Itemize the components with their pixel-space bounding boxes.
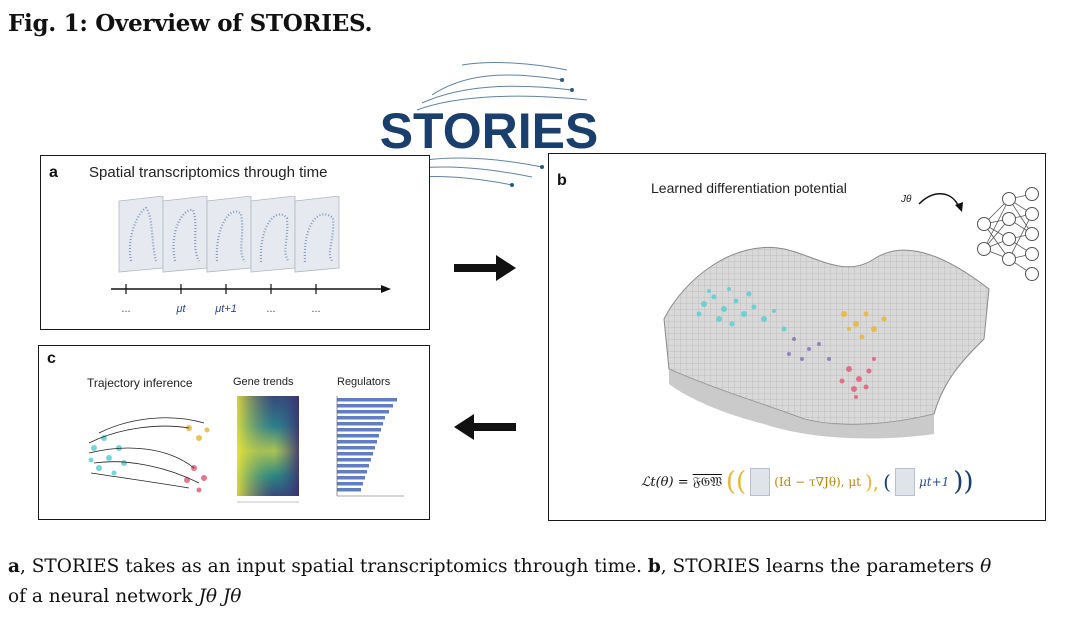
arrow-left-icon	[454, 414, 516, 440]
arrow-right-icon	[454, 255, 516, 281]
caption-a-text: , STORIES takes as an input spatial tran…	[20, 556, 648, 577]
open-paren-blue: (	[883, 470, 891, 494]
trajectory-plot	[88, 417, 210, 493]
panel-c-letter: c	[47, 350, 56, 367]
figure-caption: a, STORIES takes as an input spatial tra…	[8, 552, 1074, 612]
loss-arg2: μt+1	[918, 475, 950, 489]
timeline-arrowhead	[381, 285, 391, 293]
timeline-label-5: ...	[311, 303, 320, 315]
open-paren-yellow: ((	[725, 467, 747, 497]
gene-trends-heatmap	[237, 396, 299, 503]
neural-network-diagram	[918, 187, 1039, 281]
panel-a-letter: a	[49, 164, 58, 181]
caption-j2: Jθ	[222, 586, 242, 607]
panel-c: c Trajectory inference Gene trends Regul…	[38, 345, 430, 520]
yellow-cells	[841, 311, 887, 340]
potential-landscape	[663, 247, 990, 439]
caption-b-label: b	[647, 556, 661, 577]
panel-a-heading: Spatial transcriptomics through time	[89, 164, 328, 181]
slice-thumb-1	[750, 468, 771, 496]
panel-a: a Spatial transcriptomics through time	[40, 155, 430, 330]
panel-b-heading: Learned differentiation potential	[651, 180, 847, 196]
slice-3	[206, 196, 252, 273]
loss-lhs: ℒt(θ) =	[641, 474, 689, 490]
caption-b-text: , STORIES learns the parameters	[660, 556, 981, 577]
logo-flow-arrows	[510, 78, 574, 187]
timeline-label-1: ...	[121, 303, 130, 315]
curved-arrow-icon	[918, 193, 960, 208]
landscape-shadow	[669, 369, 934, 439]
timeline-label-2: μt	[175, 303, 186, 315]
timeline-label-4: ...	[266, 303, 275, 315]
title-trajectory: Trajectory inference	[87, 376, 193, 390]
slice-thumb-2	[894, 468, 915, 496]
title-gene-trends: Gene trends	[233, 376, 294, 388]
loss-formula: ℒt(θ) = 𝔉𝔊𝔚 (( (Id − τ∇Jθ), μt ), ( μt+1…	[641, 462, 1041, 502]
cyan-cells	[696, 287, 787, 332]
slice-5	[294, 196, 340, 273]
tissue-slices	[118, 196, 340, 273]
caption-line2: of a neural network	[8, 586, 199, 607]
pink-cells	[839, 357, 876, 399]
regulators-barchart	[336, 396, 404, 497]
close-paren-blue: ))	[953, 467, 974, 497]
caption-a-label: a	[8, 556, 20, 577]
slice-cells	[128, 206, 335, 263]
title-regulators: Regulators	[337, 376, 391, 388]
caption-j1: Jθ	[198, 586, 217, 607]
logo-text: STORIES	[380, 103, 599, 159]
loss-arg1: (Id − τ∇Jθ), μt	[774, 475, 861, 489]
timeline-label-3: μt+1	[214, 303, 237, 315]
panel-b: b Learned differentiation potential Jθ	[548, 153, 1046, 521]
network-label: Jθ	[901, 194, 912, 205]
purple-cells	[787, 337, 831, 361]
slice-4	[250, 196, 296, 273]
slice-2	[162, 196, 208, 273]
panel-b-letter: b	[557, 172, 567, 189]
caption-theta: θ	[980, 556, 992, 577]
loss-operator: 𝔉𝔊𝔚	[692, 474, 722, 490]
close-paren-yellow: ),	[864, 470, 880, 494]
figure-title: Fig. 1: Overview of STORIES.	[8, 10, 373, 37]
timeline: ... μt μt+1 ... ...	[111, 284, 391, 315]
